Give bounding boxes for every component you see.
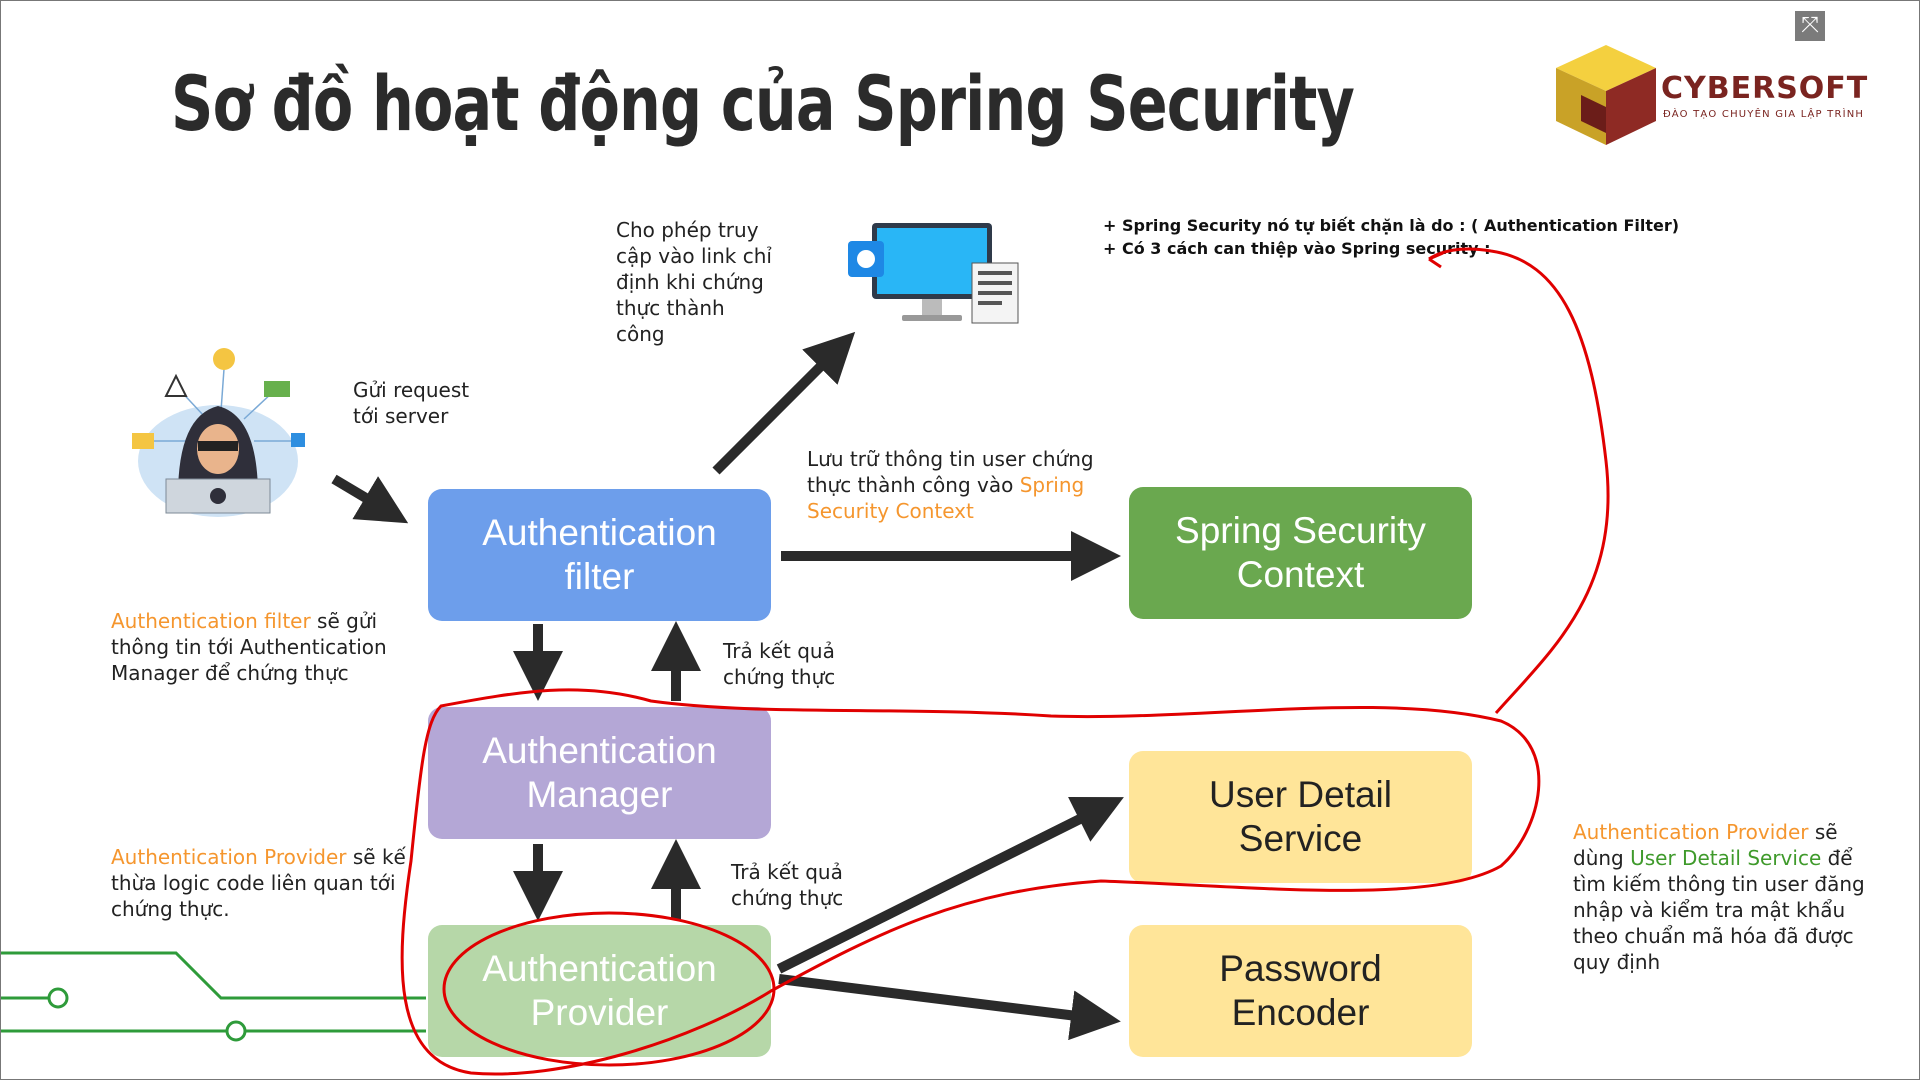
- right-note-part4: để tìm kiếm thông tin user đăng nhập và …: [1573, 846, 1865, 974]
- monitor-icon: [848, 223, 1019, 324]
- provider-note-highlight: Authentication Provider: [111, 845, 347, 869]
- auth-provider-box: Authentication Provider: [428, 925, 771, 1057]
- label-send-request: Gửi request tới server: [353, 378, 470, 428]
- brand-name: CYBERSOFT: [1661, 71, 1869, 106]
- cybersoft-logo-icon: [1556, 45, 1656, 145]
- arrow-access: [712, 331, 856, 475]
- red-annotations: [400, 247, 1610, 1076]
- auth-manager-box: Authentication Manager: [428, 707, 771, 839]
- label-store-context: Lưu trữ thông tin user chứng thực thành …: [807, 446, 1094, 524]
- arrow-provider-to-encoder: [778, 974, 1121, 1041]
- filter-note-highlight: Authentication filter: [111, 609, 311, 633]
- security-context-box: Spring Security Context: [1129, 487, 1472, 619]
- user-detail-service-box: User Detail Service: [1129, 751, 1472, 883]
- security-context-label: Spring Security Context: [1175, 510, 1426, 595]
- label-store-highlight: Spring Security Context: [807, 473, 1085, 523]
- provider-note-rest: sẽ kế thừa logic code liên quan tới chứn…: [111, 845, 406, 921]
- password-encoder-box: Password Encoder: [1129, 925, 1472, 1057]
- password-encoder-label: Password Encoder: [1219, 948, 1382, 1033]
- auth-filter-label: Authentication filter: [482, 512, 717, 597]
- auth-filter-box: Authentication filter: [428, 489, 771, 621]
- label-result-2: Trả kết quả chứng thực: [731, 860, 844, 910]
- user-detail-service-label: User Detail Service: [1209, 774, 1392, 859]
- hacker-icon: [132, 348, 305, 517]
- top-note: + Spring Security nó tự biết chặn là do …: [1103, 216, 1680, 258]
- filter-note-rest: sẽ gửi thông tin tới Authentication Mana…: [111, 609, 387, 685]
- arrow-provider-to-userdetail: [776, 797, 1124, 974]
- label-result-1: Trả kết quả chứng thực: [723, 639, 836, 689]
- label-right-note: Authentication Provider sẽ dùng User Det…: [1573, 819, 1865, 975]
- label-allow-access: Cho phép truy cập vào link chỉ định khi …: [616, 218, 772, 346]
- arrow-request: [331, 474, 409, 524]
- label-store-prefix: Lưu trữ thông tin user chứng thực thành …: [807, 447, 1094, 497]
- right-note-part1: Authentication Provider: [1573, 820, 1809, 844]
- label-provider-note: Authentication Provider sẽ kế thừa logic…: [111, 844, 406, 922]
- auth-manager-label: Authentication Manager: [482, 730, 717, 815]
- brand-tagline: ĐÀO TẠO CHUYÊN GIA LẬP TRÌNH: [1663, 109, 1865, 120]
- circuit-lines: [1, 951, 426, 1042]
- right-note-part3: User Detail Service: [1630, 846, 1822, 870]
- right-note-part2: sẽ dùng: [1573, 820, 1838, 870]
- page-title: Sơ đồ hoạt động của Spring Security: [171, 59, 1355, 148]
- label-filter-note: Authentication filter sẽ gửi thông tin t…: [111, 608, 387, 686]
- expand-icon[interactable]: ⤧: [1795, 11, 1825, 41]
- auth-provider-label: Authentication Provider: [482, 948, 717, 1033]
